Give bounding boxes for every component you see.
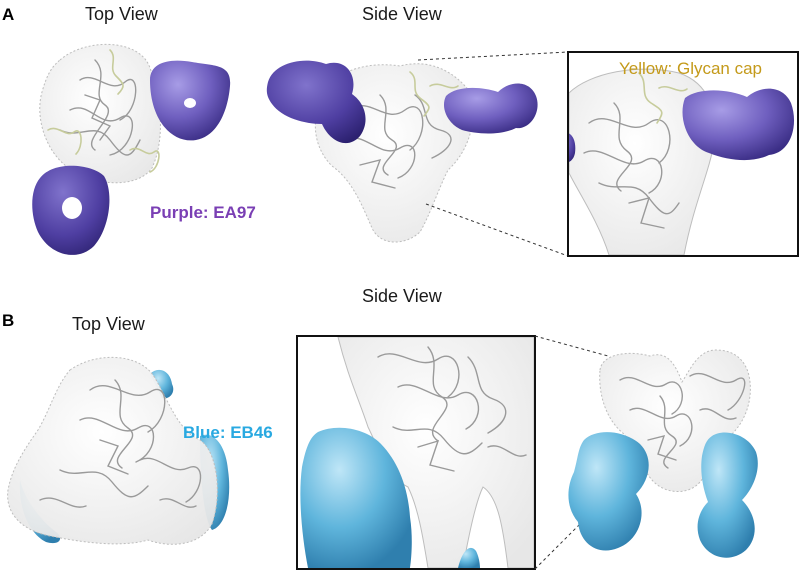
purple-density-bottom-left: [32, 165, 110, 255]
panel-b-top-ribbons: [39, 379, 202, 508]
panel-b-letter: B: [2, 311, 14, 330]
blue-density-top-upper: [150, 369, 174, 399]
panel-a-side-view-map: [266, 60, 538, 243]
panel-a-zoom-connector-top: [417, 51, 569, 61]
panel-b-zoom-connector-bottom: [534, 521, 583, 570]
purple-density-side-left: [266, 60, 366, 144]
panel-b-side-view-title: Side View: [362, 286, 443, 306]
blue-density-zoom: [300, 427, 412, 568]
purple-legend-label: Purple: EA97: [150, 203, 256, 222]
panel-a-side-view-title: Side View: [362, 4, 443, 24]
blue-legend-label: Blue: EB46: [183, 423, 273, 442]
panel-b-zoom-inset: [296, 335, 536, 570]
panel-a-zoom-connector-bottom: [425, 203, 569, 257]
panel-a-side-ribbons: [344, 71, 459, 189]
panel-a-top-ribbons: [47, 49, 160, 173]
panel-a-letter: A: [2, 5, 14, 24]
yellow-legend-label: Yellow: Glycan cap: [619, 59, 762, 78]
purple-density-side-right: [443, 83, 538, 134]
panel-b-top-view-title: Top View: [72, 314, 146, 334]
panel-b-side-view-map: [568, 349, 758, 558]
blue-density-side-left: [568, 432, 649, 551]
panel-a-top-view-map: [32, 43, 231, 255]
purple-density-top-right: [150, 60, 231, 141]
panel-b-zoom-connector-top: [534, 335, 609, 357]
panel-b-top-view-map: [7, 356, 230, 545]
panel-b-side-ribbons: [619, 372, 746, 469]
blue-density-side-right: [697, 432, 758, 558]
panel-a-top-view-title: Top View: [85, 4, 159, 24]
panel-a-zoom-inset: [567, 51, 799, 257]
